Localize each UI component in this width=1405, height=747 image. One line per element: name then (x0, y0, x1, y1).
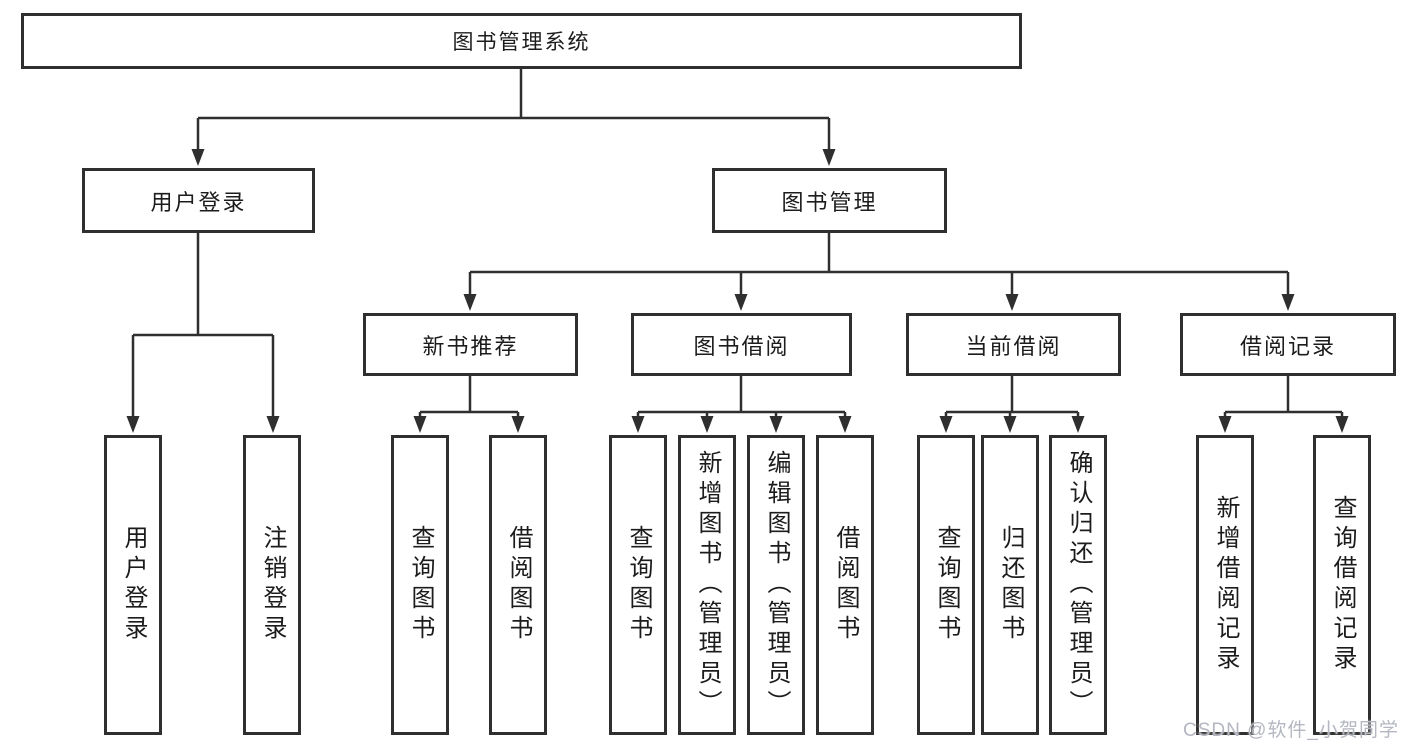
leaf-return-book: 归还图书 (981, 435, 1039, 735)
leaf-logout: 注销登录 (243, 435, 301, 735)
node-book-management: 图书管理 (712, 168, 947, 233)
csdn-watermark: CSDN @软件_小贺同学 (1183, 720, 1399, 741)
leaf-borrow-books-recommend: 借阅图书 (489, 435, 547, 735)
node-user-login: 用户登录 (82, 168, 315, 233)
node-current-borrowing: 当前借阅 (906, 313, 1121, 376)
leaf-query-books-current: 查询图书 (917, 435, 975, 735)
leaf-edit-book-admin: 编辑图书（管理员） (747, 435, 805, 735)
node-borrowing-records: 借阅记录 (1180, 313, 1396, 376)
leaf-query-books-borrowing: 查询图书 (609, 435, 667, 735)
leaf-user-login: 用户登录 (104, 435, 162, 735)
leaf-add-borrow-record: 新增借阅记录 (1196, 435, 1254, 735)
node-library-management-system: 图书管理系统 (21, 13, 1022, 69)
leaf-query-books-recommend: 查询图书 (391, 435, 449, 735)
leaf-confirm-return-admin: 确认归还（管理员） (1049, 435, 1107, 735)
leaf-query-borrow-record: 查询借阅记录 (1313, 435, 1371, 735)
leaf-add-book-admin: 新增图书（管理员） (678, 435, 736, 735)
leaf-borrow-books-borrowing: 借阅图书 (816, 435, 874, 735)
node-new-book-recommendation: 新书推荐 (363, 313, 578, 376)
node-book-borrowing: 图书借阅 (631, 313, 852, 376)
arrowhead-group (126, 149, 1349, 433)
